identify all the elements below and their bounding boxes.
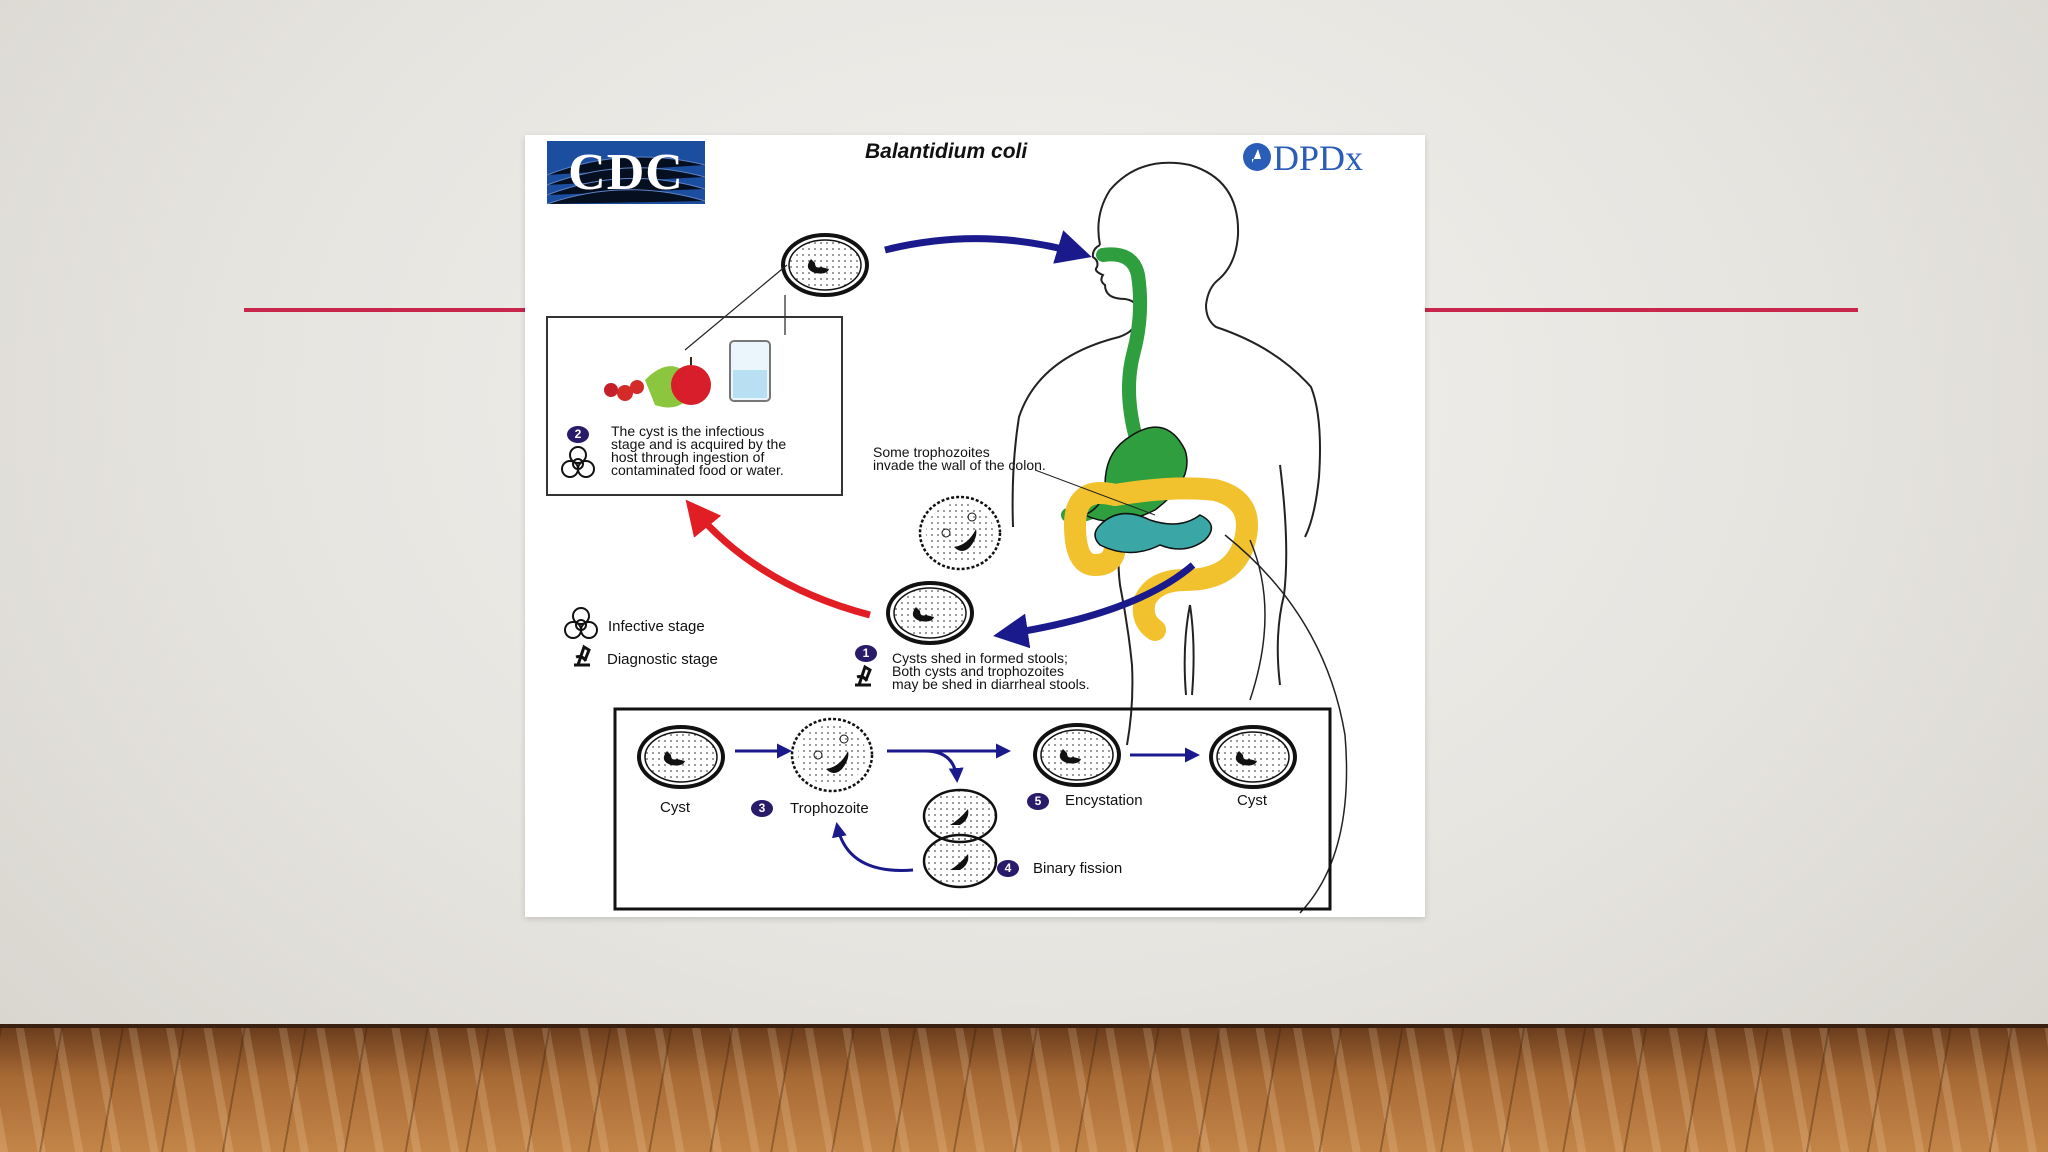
shed-text: Cysts shed in formed stools; Both cysts …	[892, 650, 1090, 692]
digestive-tract	[1061, 247, 1258, 641]
binary-fission-cells	[922, 788, 998, 889]
diagram-title: Balantidium coli	[865, 140, 1028, 163]
cdc-logo-text: CDC	[568, 144, 684, 201]
step-4-badge: 4	[997, 860, 1019, 877]
step-1-badge: 1	[855, 645, 877, 662]
step-3: 3	[751, 799, 773, 817]
dpdx-logo-mark	[1243, 143, 1271, 171]
diagram-graphics	[546, 141, 1348, 914]
cdc-logo	[546, 141, 706, 205]
step-3-badge: 3	[751, 800, 773, 817]
food-and-water	[604, 340, 771, 408]
colon-invasion-text: Some trophozoites invade the wall of the…	[873, 444, 1046, 473]
human-body-outline	[1011, 161, 1321, 746]
step-1: 1	[855, 644, 877, 662]
cycle-trophozoite-label: Trophozoite	[790, 800, 869, 817]
step-2-badge: 2	[567, 426, 589, 443]
wooden-floor	[0, 1028, 2048, 1152]
step-4: 4	[997, 859, 1019, 877]
step-5-badge: 5	[1027, 793, 1049, 810]
dpdx-logo-text: DPDx	[1273, 138, 1364, 178]
floor-edge	[0, 1024, 2048, 1030]
legend-diagnostic-label: Diagnostic stage	[607, 651, 718, 668]
legend-infective-label: Infective stage	[608, 618, 705, 635]
cycle-cyst-left-label: Cyst	[660, 799, 690, 816]
ingestion-text: The cyst is the infectious stage and is …	[611, 423, 787, 478]
step-5: 5	[1027, 792, 1049, 810]
cycle-encystation-label: Encystation	[1065, 792, 1143, 809]
accent-line-right	[1424, 308, 1858, 312]
cycle-binary-fission-label: Binary fission	[1033, 860, 1123, 877]
cycle-cyst-right-label: Cyst	[1237, 792, 1267, 809]
lifecycle-diagram: CDC Balantidium coli DPDx 2 The cyst is …	[525, 135, 1425, 917]
ingestion-note: 2	[567, 425, 589, 443]
accent-line-left	[244, 308, 526, 312]
